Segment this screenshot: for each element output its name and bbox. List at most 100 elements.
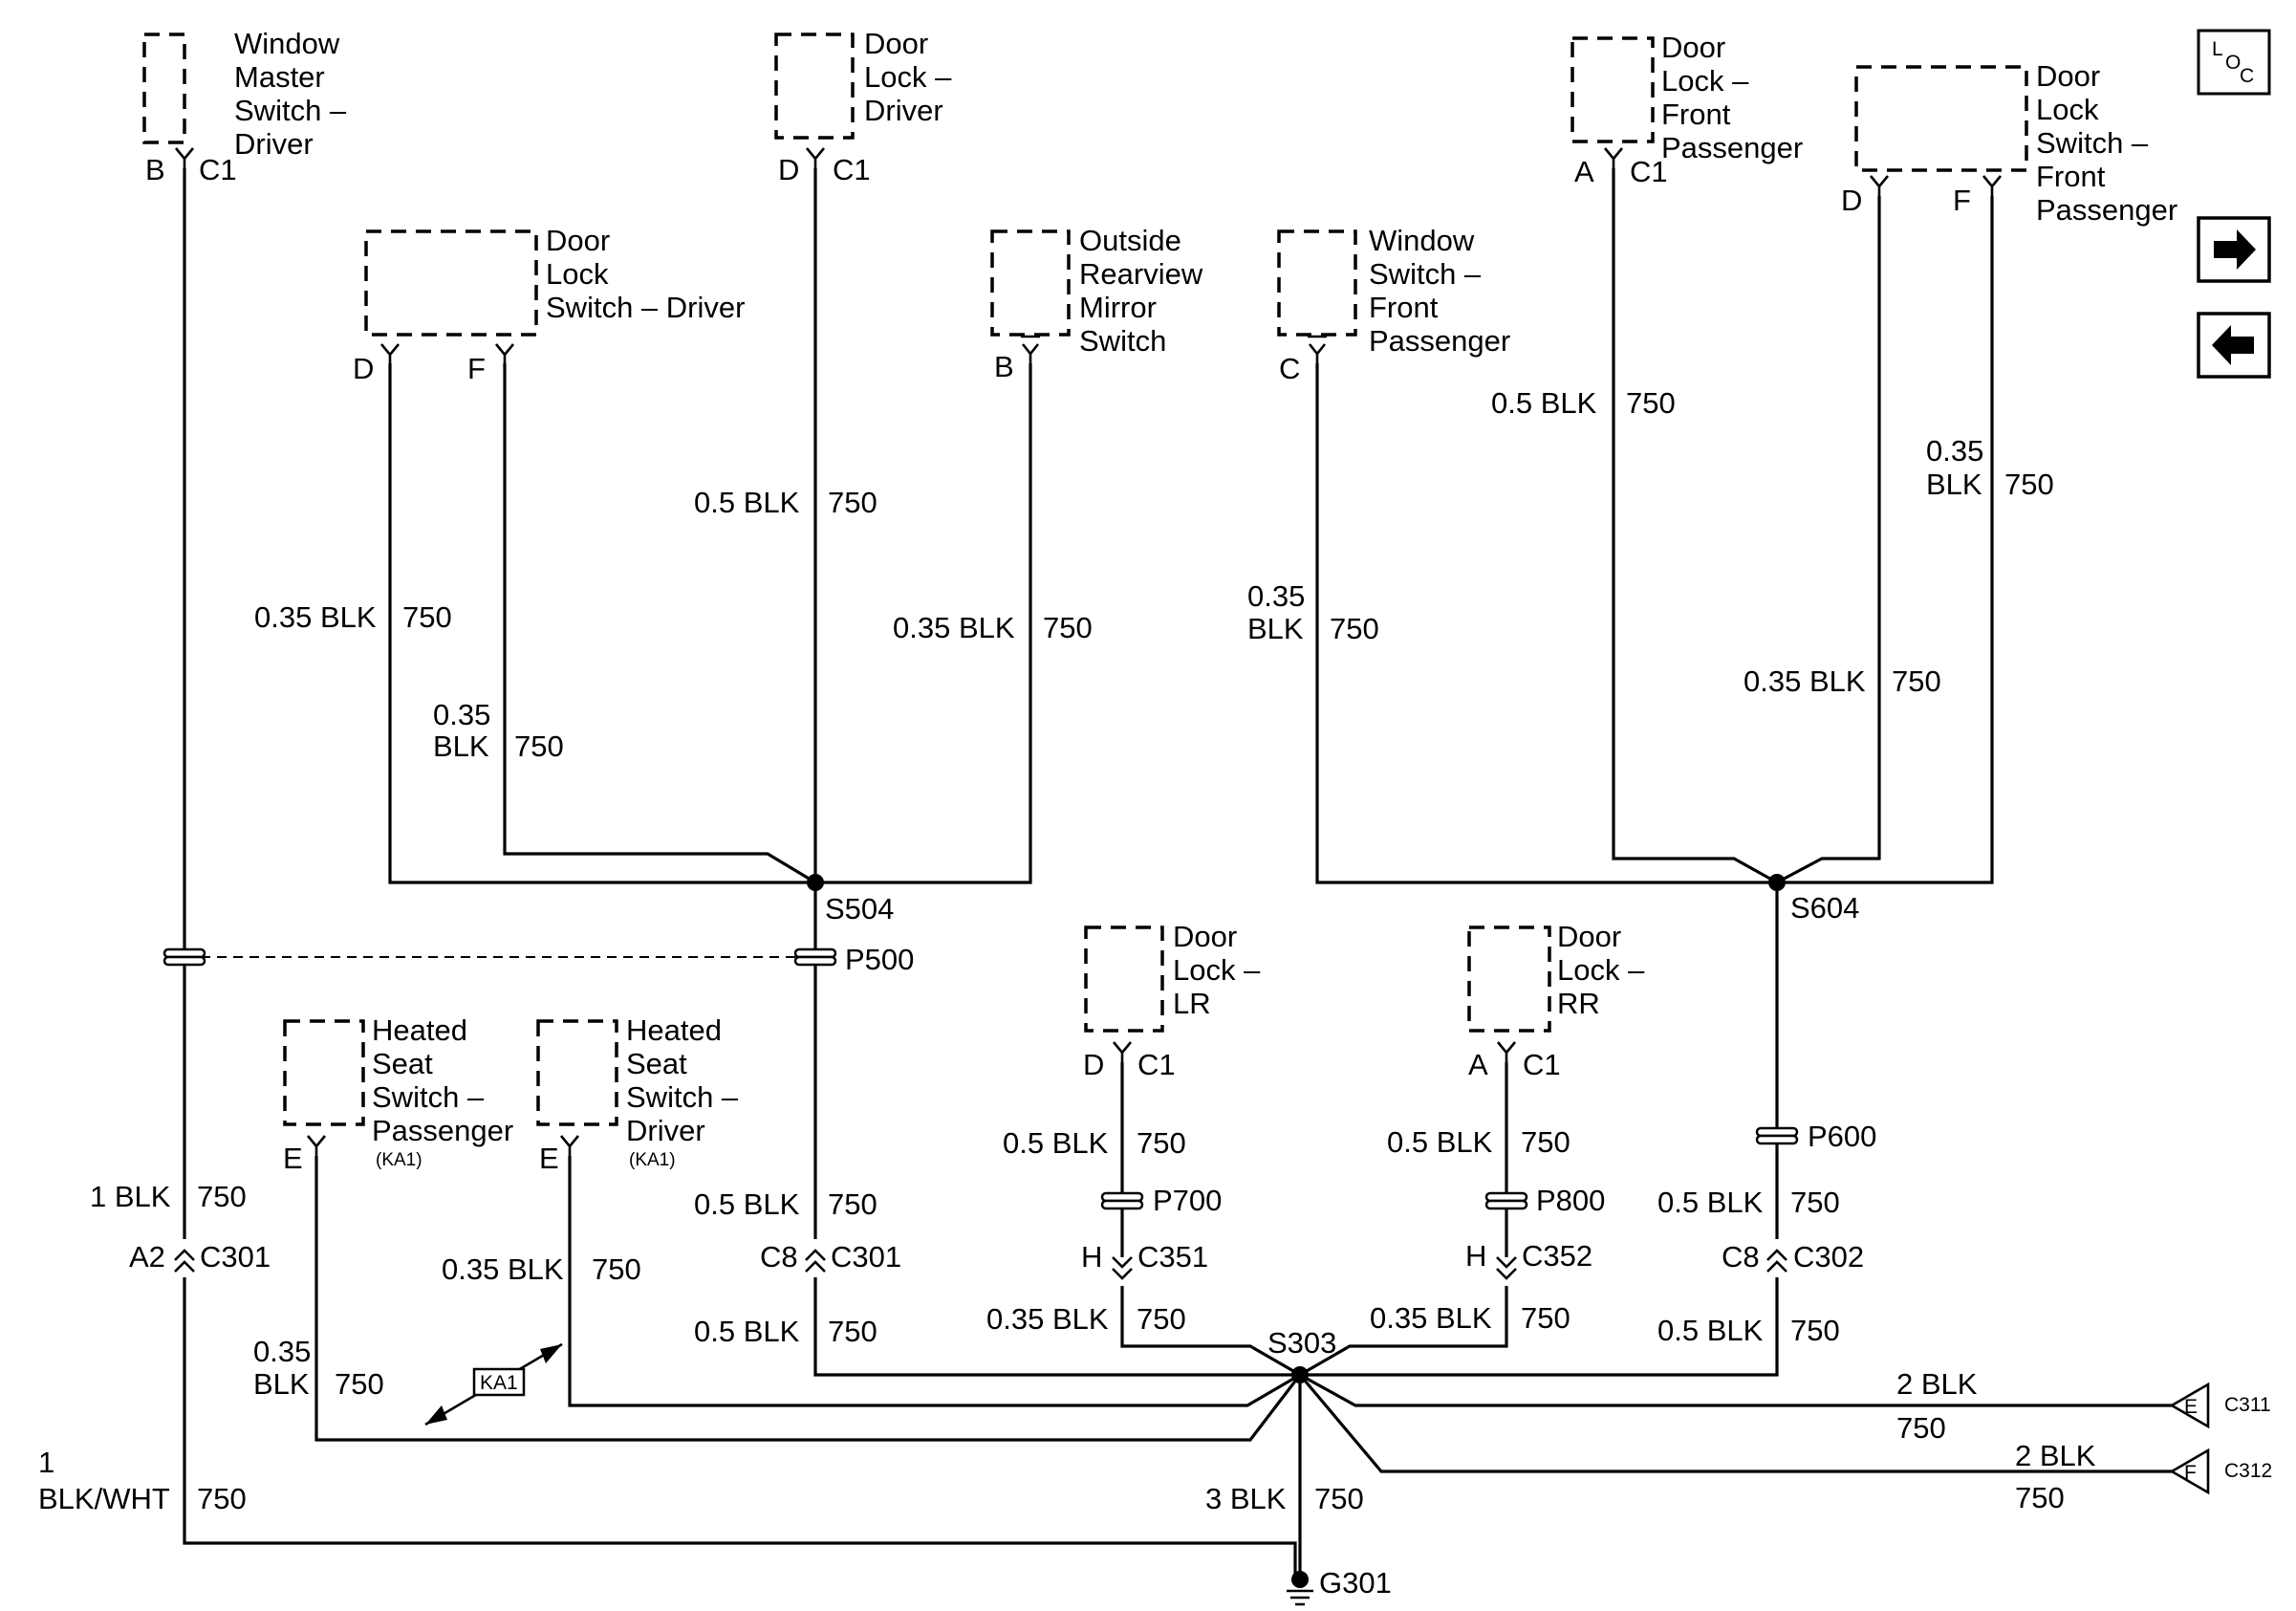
wire-labels: 1 BLK 750 1 BLK/WHT 750 0.5 BLK 750 0.35… xyxy=(38,386,2096,1515)
svg-text:Door: Door xyxy=(1661,31,1725,64)
svg-text:750: 750 xyxy=(335,1367,384,1401)
svg-text:Switch: Switch xyxy=(1079,324,1166,358)
svg-text:2 BLK: 2 BLK xyxy=(1896,1367,1978,1401)
svg-text:Passenger: Passenger xyxy=(2036,193,2177,227)
svg-text:0.35 BLK: 0.35 BLK xyxy=(442,1252,564,1286)
splices: S504 S604 S303 xyxy=(807,874,1859,1383)
svg-text:Door: Door xyxy=(546,224,610,257)
svg-text:Window: Window xyxy=(1369,224,1475,257)
svg-text:Window: Window xyxy=(234,27,340,60)
svg-text:C311: C311 xyxy=(2224,1394,2271,1416)
svg-text:750: 750 xyxy=(1892,664,1941,698)
svg-text:Front: Front xyxy=(2036,160,2106,193)
svg-text:0.5 BLK: 0.5 BLK xyxy=(1387,1125,1493,1159)
svg-text:750: 750 xyxy=(1896,1411,1946,1445)
svg-text:750: 750 xyxy=(402,600,452,634)
component-door-lock-switch-front-passenger: Door Lock Switch – Front Passenger xyxy=(1854,59,2177,227)
component-heated-seat-switch-passenger: Heated Seat Switch – Passenger (KA1) xyxy=(283,1013,513,1170)
svg-text:750: 750 xyxy=(828,486,877,519)
locator-icon[interactable]: L O C xyxy=(2197,29,2271,96)
next-page-arrow-icon[interactable] xyxy=(2197,216,2271,283)
svg-text:0.5 BLK: 0.5 BLK xyxy=(1657,1186,1764,1219)
passthrough-p700: P700 xyxy=(1100,1184,1222,1217)
svg-text:0.35: 0.35 xyxy=(253,1335,311,1368)
svg-text:Door: Door xyxy=(1557,920,1621,953)
svg-text:Switch –: Switch – xyxy=(234,94,347,127)
svg-text:C: C xyxy=(2240,65,2254,87)
svg-text:750: 750 xyxy=(1043,611,1093,644)
passthrough-p600: P600 xyxy=(1755,1120,1876,1153)
svg-text:0.35: 0.35 xyxy=(1247,579,1305,613)
svg-text:750: 750 xyxy=(197,1180,247,1213)
svg-text:0.35 BLK: 0.35 BLK xyxy=(893,611,1015,644)
svg-text:F: F xyxy=(467,352,486,385)
svg-text:Switch –: Switch – xyxy=(1369,257,1482,291)
svg-text:D: D xyxy=(353,352,374,385)
svg-text:C1: C1 xyxy=(1523,1048,1561,1081)
option-flag-ka1: KA1 xyxy=(424,1342,563,1426)
svg-text:Master: Master xyxy=(234,60,325,94)
svg-text:Driver: Driver xyxy=(626,1114,705,1147)
svg-text:B: B xyxy=(994,350,1014,383)
svg-text:750: 750 xyxy=(2015,1481,2065,1514)
svg-text:Switch –: Switch – xyxy=(2036,126,2149,160)
svg-text:C1: C1 xyxy=(1630,155,1668,188)
svg-text:G301: G301 xyxy=(1319,1566,1392,1600)
component-window-switch-front-passenger: Window Switch – Front Passenger xyxy=(1277,224,1510,358)
svg-text:Lock: Lock xyxy=(546,257,609,291)
svg-text:RR: RR xyxy=(1557,987,1600,1020)
svg-text:1: 1 xyxy=(38,1446,54,1479)
svg-text:750: 750 xyxy=(2004,468,2054,501)
svg-text:Lock –: Lock – xyxy=(1173,953,1261,987)
svg-text:Rearview: Rearview xyxy=(1079,257,1203,291)
svg-text:A2: A2 xyxy=(129,1240,165,1274)
svg-text:C1: C1 xyxy=(199,153,237,186)
svg-text:750: 750 xyxy=(514,729,564,763)
svg-text:0.35 BLK: 0.35 BLK xyxy=(1744,664,1866,698)
svg-text:750: 750 xyxy=(1790,1314,1840,1347)
svg-text:C312: C312 xyxy=(2224,1460,2272,1482)
svg-text:Front: Front xyxy=(1661,98,1731,131)
component-outside-rearview-mirror-switch: Outside Rearview Mirror Switch xyxy=(990,224,1203,358)
svg-text:BLK/WHT: BLK/WHT xyxy=(38,1482,170,1515)
svg-text:C1: C1 xyxy=(1137,1048,1176,1081)
component-door-lock-front-passenger: Door Lock – Front Passenger xyxy=(1570,31,1803,164)
passthroughs: P500 P700 P800 P600 xyxy=(162,943,1876,1217)
svg-text:C1: C1 xyxy=(833,153,871,186)
svg-text:BLK: BLK xyxy=(433,729,489,763)
previous-page-arrow-icon[interactable] xyxy=(2197,312,2271,379)
svg-text:O: O xyxy=(2225,52,2241,74)
svg-text:Driver: Driver xyxy=(864,94,943,127)
svg-text:0.35 BLK: 0.35 BLK xyxy=(986,1302,1109,1336)
svg-text:750: 750 xyxy=(1137,1126,1186,1160)
splice-s604-label: S604 xyxy=(1790,891,1859,925)
svg-text:0.5 BLK: 0.5 BLK xyxy=(1491,386,1597,420)
svg-text:750: 750 xyxy=(1521,1125,1570,1159)
component-heated-seat-switch-driver: Heated Seat Switch – Driver (KA1) xyxy=(536,1013,739,1170)
svg-text:C8: C8 xyxy=(760,1240,798,1274)
svg-text:Door: Door xyxy=(864,27,928,60)
svg-text:0.5 BLK: 0.5 BLK xyxy=(1657,1314,1764,1347)
svg-text:0.35 BLK: 0.35 BLK xyxy=(1370,1301,1492,1335)
splice-s303-label: S303 xyxy=(1267,1326,1336,1360)
svg-text:C352: C352 xyxy=(1522,1239,1592,1273)
svg-text:750: 750 xyxy=(1626,386,1676,420)
svg-text:(KA1): (KA1) xyxy=(376,1150,422,1170)
svg-text:H: H xyxy=(1465,1239,1486,1273)
svg-text:C301: C301 xyxy=(831,1240,901,1274)
svg-text:Lock –: Lock – xyxy=(1661,64,1749,98)
svg-text:Switch –: Switch – xyxy=(626,1080,739,1114)
svg-text:C302: C302 xyxy=(1793,1240,1864,1274)
svg-text:Heated: Heated xyxy=(372,1013,467,1047)
svg-text:(KA1): (KA1) xyxy=(629,1150,676,1170)
component-door-lock-rr: Door Lock – RR xyxy=(1467,920,1645,1033)
svg-text:LR: LR xyxy=(1173,987,1211,1020)
pin-labels: B C1 D C1 D F B C A C1 D F D C1 A C1 E E… xyxy=(129,153,2272,1484)
passthrough-p800: P800 xyxy=(1484,1184,1605,1217)
svg-text:P600: P600 xyxy=(1808,1120,1876,1153)
svg-text:KA1: KA1 xyxy=(480,1372,518,1394)
svg-text:E: E xyxy=(2184,1396,2198,1418)
splice-s504-dot xyxy=(807,874,824,891)
svg-text:B: B xyxy=(145,153,165,186)
svg-text:0.5 BLK: 0.5 BLK xyxy=(1003,1126,1109,1160)
